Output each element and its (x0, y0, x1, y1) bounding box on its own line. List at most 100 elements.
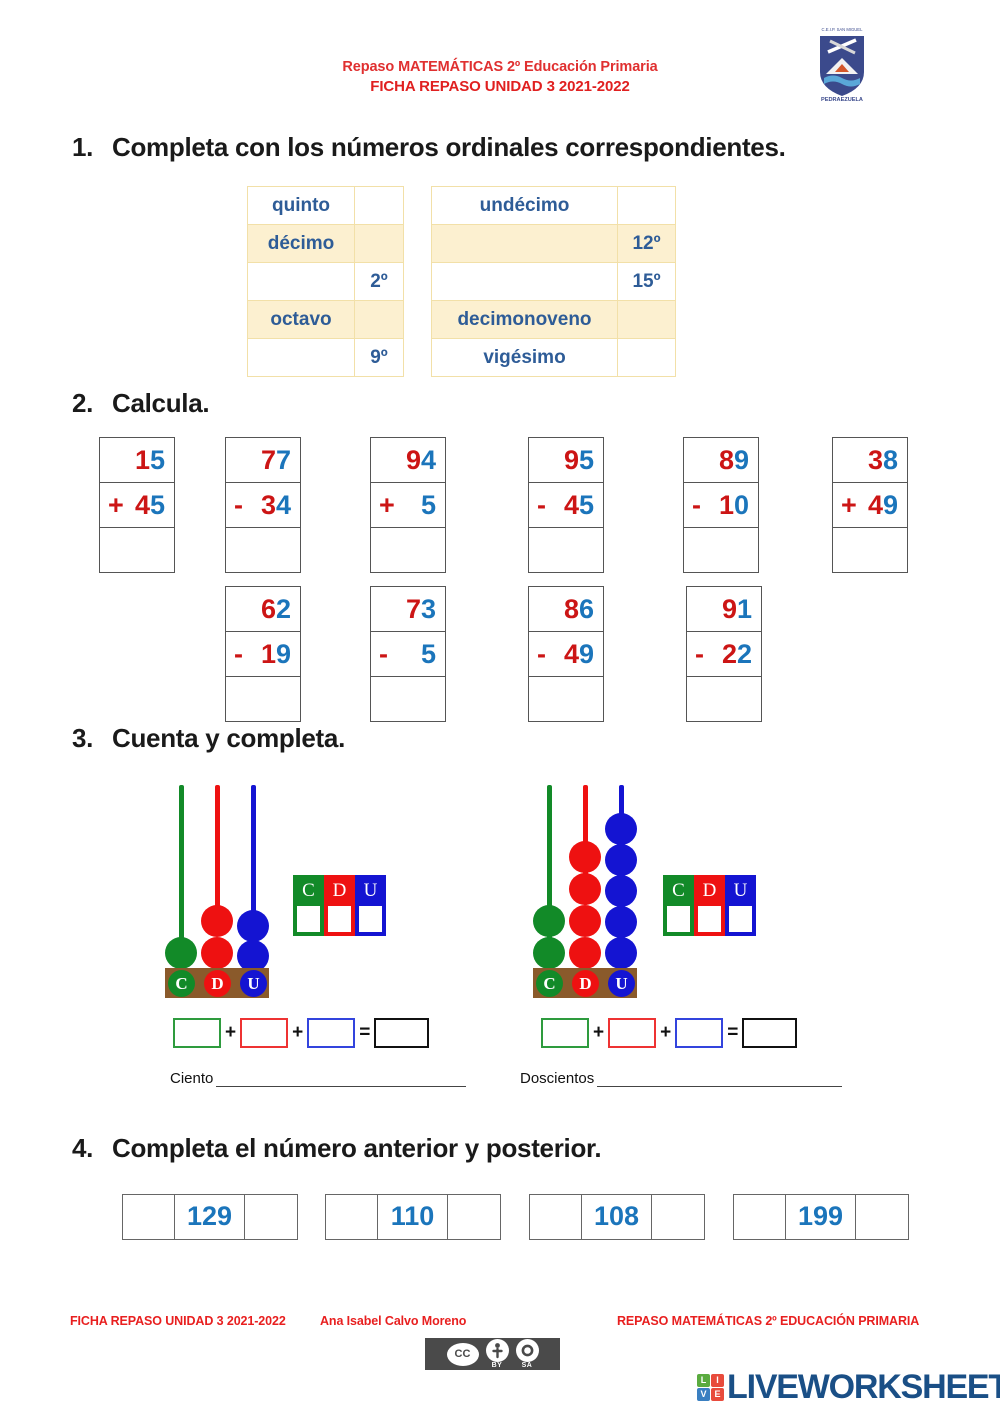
calc-box: 62 -19 (225, 586, 301, 722)
table-row: 12º (431, 224, 676, 263)
equals-sign: = (359, 1022, 371, 1043)
sequence-next-field[interactable] (856, 1195, 908, 1239)
ordinal-word-cell[interactable] (431, 224, 618, 263)
sequence-previous-field[interactable] (326, 1195, 378, 1239)
ordinal-numeral-cell[interactable] (354, 186, 404, 225)
ordinal-word-cell[interactable] (247, 338, 355, 377)
exercise-1-number: 1. (72, 132, 94, 162)
calc-bottom-operand: -10 (684, 483, 758, 528)
ordinal-word-cell[interactable] (247, 262, 355, 301)
sum-input-total[interactable] (374, 1018, 430, 1048)
sum-input-total[interactable] (742, 1018, 798, 1048)
abacus-bead-tens (201, 905, 233, 937)
ordinal-numeral-cell[interactable]: 2º (354, 262, 404, 301)
exercise-3-title: Cuenta y completa. (112, 723, 345, 753)
cdu-head-units: U (725, 875, 756, 906)
calc-answer-field[interactable] (100, 528, 174, 572)
exercise-4-number: 4. (72, 1133, 94, 1163)
cdu-column-tens: D (694, 875, 725, 936)
calc-box: 91 -22 (686, 586, 762, 722)
calc-box: 73 -5 (370, 586, 446, 722)
sum-input-hundreds[interactable] (173, 1018, 221, 1048)
sequence-given-number: 110 (378, 1195, 448, 1239)
calc-answer-field[interactable] (226, 677, 300, 721)
sum-input-hundreds[interactable] (541, 1018, 589, 1048)
calc-answer-field[interactable] (371, 528, 445, 572)
table-row: décimo (247, 224, 404, 263)
sum-input-units[interactable] (307, 1018, 356, 1048)
calc-answer-field[interactable] (529, 677, 603, 721)
abacus-label-units: U (608, 970, 635, 997)
ordinal-numeral-cell[interactable] (354, 300, 404, 339)
calc-answer-field[interactable] (529, 528, 603, 572)
ordinal-numeral-cell[interactable]: 12º (617, 224, 676, 263)
calc-answer-field[interactable] (684, 528, 758, 572)
exercise-3-number: 3. (72, 723, 94, 753)
header-unit-line: FICHA REPASO UNIDAD 3 2021-2022 (370, 78, 630, 95)
sequence-previous-field[interactable] (734, 1195, 786, 1239)
cdu-head-hundreds: C (663, 875, 694, 906)
ordinal-numeral-cell[interactable] (617, 338, 676, 377)
plus-sign: + (593, 1022, 605, 1043)
ordinal-numeral-cell[interactable] (617, 300, 676, 339)
live-block-l: L (697, 1374, 710, 1387)
calc-bottom-operand: -5 (371, 632, 445, 677)
cdu-input-units[interactable] (725, 906, 756, 936)
cdu-input-tens[interactable] (324, 906, 355, 936)
live-block-v: V (697, 1388, 710, 1401)
exercise-2-heading: 2. Calcula. (72, 388, 210, 419)
cdu-input-hundreds[interactable] (663, 906, 694, 936)
calc-top-operand: 86 (529, 587, 603, 632)
calc-top-operand: 38 (833, 438, 907, 483)
word-prefix-second: Doscientos (520, 1070, 595, 1087)
sequence-next-field[interactable] (245, 1195, 297, 1239)
sequence-group: 108 (529, 1194, 705, 1240)
ordinal-word-cell[interactable]: quinto (247, 186, 355, 225)
calc-box: 15 +45 (99, 437, 175, 573)
ordinal-numeral-cell[interactable]: 9º (354, 338, 404, 377)
sum-row-first: + + = (173, 1018, 430, 1048)
ordinal-numeral-cell[interactable]: 15º (617, 262, 676, 301)
calc-answer-field[interactable] (833, 528, 907, 572)
liveworksheets-logo[interactable]: L I V E LIVEWORKSHEETS (697, 1368, 1000, 1407)
abacus-label-hundreds: C (168, 970, 195, 997)
cdu-input-tens[interactable] (694, 906, 725, 936)
cdu-input-hundreds[interactable] (293, 906, 324, 936)
sum-input-tens[interactable] (608, 1018, 657, 1048)
exercise-2-title: Calcula. (112, 388, 210, 418)
calc-answer-field[interactable] (226, 528, 300, 572)
abacus-label-tens: D (204, 970, 231, 997)
word-blank-first[interactable] (216, 1073, 467, 1087)
ordinal-numeral-cell[interactable] (354, 224, 404, 263)
abacus-bead-tens (569, 873, 601, 905)
abacus-bead-units (237, 940, 269, 972)
abacus-rod-units (251, 785, 256, 925)
sequence-next-field[interactable] (448, 1195, 500, 1239)
sequence-previous-field[interactable] (123, 1195, 175, 1239)
calc-box: 89 -10 (683, 437, 759, 573)
calc-answer-field[interactable] (371, 677, 445, 721)
cdu-input-units[interactable] (355, 906, 386, 936)
table-row: 2º (247, 262, 404, 301)
plus-sign: + (292, 1022, 304, 1043)
table-row: 9º (247, 338, 404, 377)
ordinal-numeral-cell[interactable] (617, 186, 676, 225)
sequence-previous-field[interactable] (530, 1195, 582, 1239)
sequence-next-field[interactable] (652, 1195, 704, 1239)
calc-answer-field[interactable] (687, 677, 761, 721)
word-blank-second[interactable] (597, 1073, 843, 1087)
ordinal-word-cell[interactable]: octavo (247, 300, 355, 339)
table-row: vigésimo (431, 338, 676, 377)
sum-input-units[interactable] (675, 1018, 724, 1048)
sequence-given-number: 199 (786, 1195, 856, 1239)
svg-text:PEDRAEZUELA: PEDRAEZUELA (821, 97, 863, 103)
ordinal-word-cell[interactable]: undécimo (431, 186, 618, 225)
calc-bottom-operand: -34 (226, 483, 300, 528)
sum-input-tens[interactable] (240, 1018, 289, 1048)
exercise-3-heading: 3. Cuenta y completa. (72, 723, 345, 754)
calc-box: 86 -49 (528, 586, 604, 722)
ordinal-word-cell[interactable]: vigésimo (431, 338, 618, 377)
ordinal-word-cell[interactable]: décimo (247, 224, 355, 263)
ordinal-word-cell[interactable] (431, 262, 618, 301)
ordinal-word-cell[interactable]: decimonoveno (431, 300, 618, 339)
